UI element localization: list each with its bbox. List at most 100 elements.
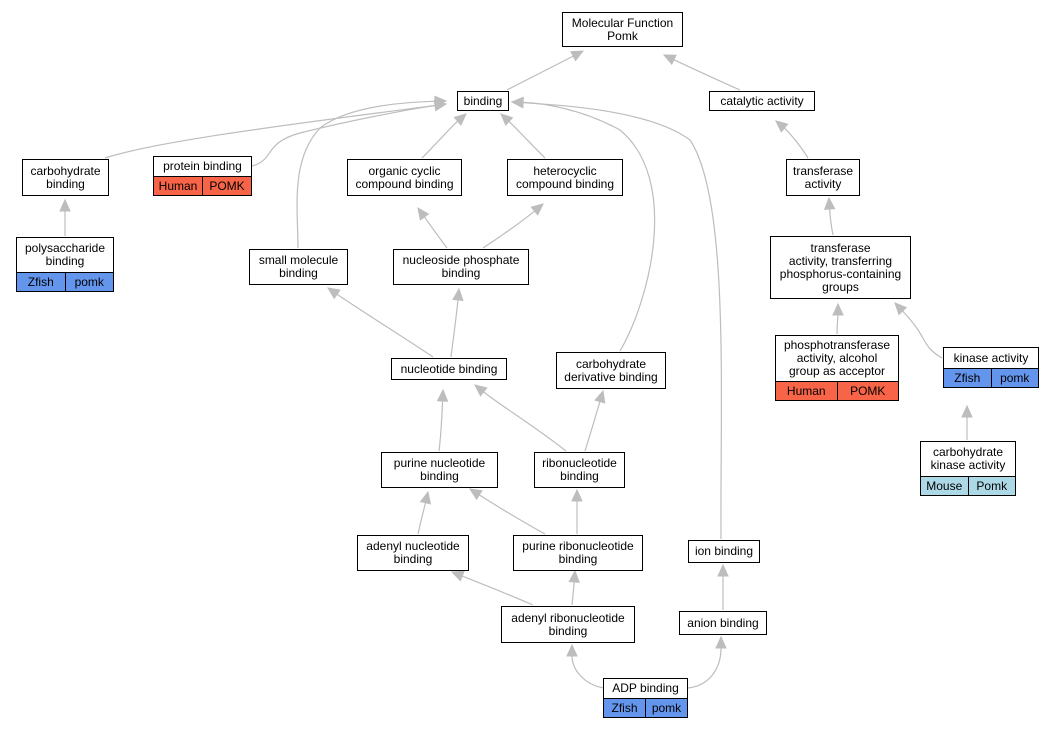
node-label: anion binding (680, 612, 766, 634)
edge-nucleotide_binding-to-small_molecule (327, 287, 434, 358)
edge-transferase_phosphorus-to-transferase (823, 196, 836, 236)
gene-cell[interactable]: POMK (202, 177, 251, 195)
arrowhead (571, 488, 583, 502)
arrowhead (961, 404, 973, 418)
node-label-line: carbohydrate (932, 445, 1004, 459)
edge-line (104, 104, 436, 159)
gene-cell[interactable]: POMK (836, 382, 898, 400)
node-label-line: small molecule (258, 253, 339, 267)
gene-cell[interactable]: Pomk (967, 477, 1015, 495)
edge-nucleoside_phosphate-to-heterocyclic (482, 203, 544, 249)
edge-ribonucleotide-to-carbohydrate_derivative (584, 389, 606, 452)
edge-polysaccharide_binding-to-carbohydrate_binding (59, 198, 71, 236)
edge-line (687, 647, 722, 689)
edge-nucleoside_phosphate-to-organic_cyclic (417, 207, 448, 249)
edge-line (421, 120, 459, 159)
node-ion-binding[interactable]: ion binding (688, 540, 760, 563)
gene-cell[interactable]: pomk (64, 273, 113, 291)
arrowhead (570, 50, 585, 62)
node-label: kinase activity (944, 348, 1038, 368)
gene-cell[interactable]: pomk (990, 369, 1038, 387)
node-binding[interactable]: binding (457, 91, 509, 111)
edge-line (450, 299, 459, 358)
arrowhead (450, 570, 465, 582)
edge-line (571, 581, 575, 606)
node-label-line: heterocyclic (533, 163, 597, 178)
species-cell[interactable]: Human (776, 382, 837, 400)
edge-adenyl_ribonucleotide-to-purine_ribonucleotide (568, 569, 580, 606)
species-cell[interactable]: Mouse (921, 477, 968, 495)
species-cell[interactable]: Human (154, 177, 202, 195)
node-label-line: nucleoside phosphate (402, 253, 520, 267)
node-label-line: group as acceptor (788, 364, 886, 378)
node-catalytic-activity[interactable]: catalytic activity (709, 91, 815, 111)
edge-line (571, 655, 605, 689)
edge-line (902, 310, 943, 359)
node-anion-binding[interactable]: anion binding (679, 611, 767, 635)
node-label-line: compound binding (515, 176, 615, 191)
species-cell[interactable]: Zfish (17, 273, 65, 291)
node-label-line: activity, alcohol (796, 351, 878, 365)
node-label-line: groups (822, 279, 859, 294)
node-label-line: binding (463, 93, 503, 108)
edge-catalytic_activity-to-molecular_function (662, 54, 741, 91)
node-label: catalytic activity (710, 92, 814, 110)
edge-line (829, 208, 834, 236)
edge-purine_nucleotide-to-nucleotide_binding (436, 388, 449, 452)
edge-adenyl_nucleotide-to-purine_nucleotide (417, 490, 432, 535)
node-label-line: ribonucleotide (542, 456, 617, 470)
arrowhead (510, 96, 524, 109)
node-label-line: compound binding (355, 176, 454, 191)
species-cell[interactable]: Zfish (604, 699, 645, 717)
edge-organic_cyclic-to-binding (421, 113, 467, 159)
node-label-line: purine nucleotide (393, 456, 486, 470)
node-label-line: binding (46, 176, 85, 191)
edge-line (336, 293, 434, 358)
edge-carbohydrate_derivative-to-binding (510, 96, 656, 352)
arrowhead (453, 113, 467, 126)
edge-line (462, 575, 534, 606)
edge-purine_ribonucleotide-to-ribonucleotide (571, 488, 583, 534)
edge-heterocyclic-to-binding (500, 113, 546, 159)
node-label-line: activity, transferring (788, 253, 893, 268)
species-cell[interactable]: Zfish (944, 369, 991, 387)
gene-cell[interactable]: pomk (645, 699, 687, 717)
node-nucleotide-binding[interactable]: nucleotide binding (391, 358, 507, 380)
arrowhead (417, 207, 430, 221)
edge-ribonucleotide-to-nucleotide_binding (474, 384, 567, 452)
edge-line (251, 104, 436, 167)
edge-phosphotransferase-to-transferase_phosphorus (832, 302, 844, 335)
